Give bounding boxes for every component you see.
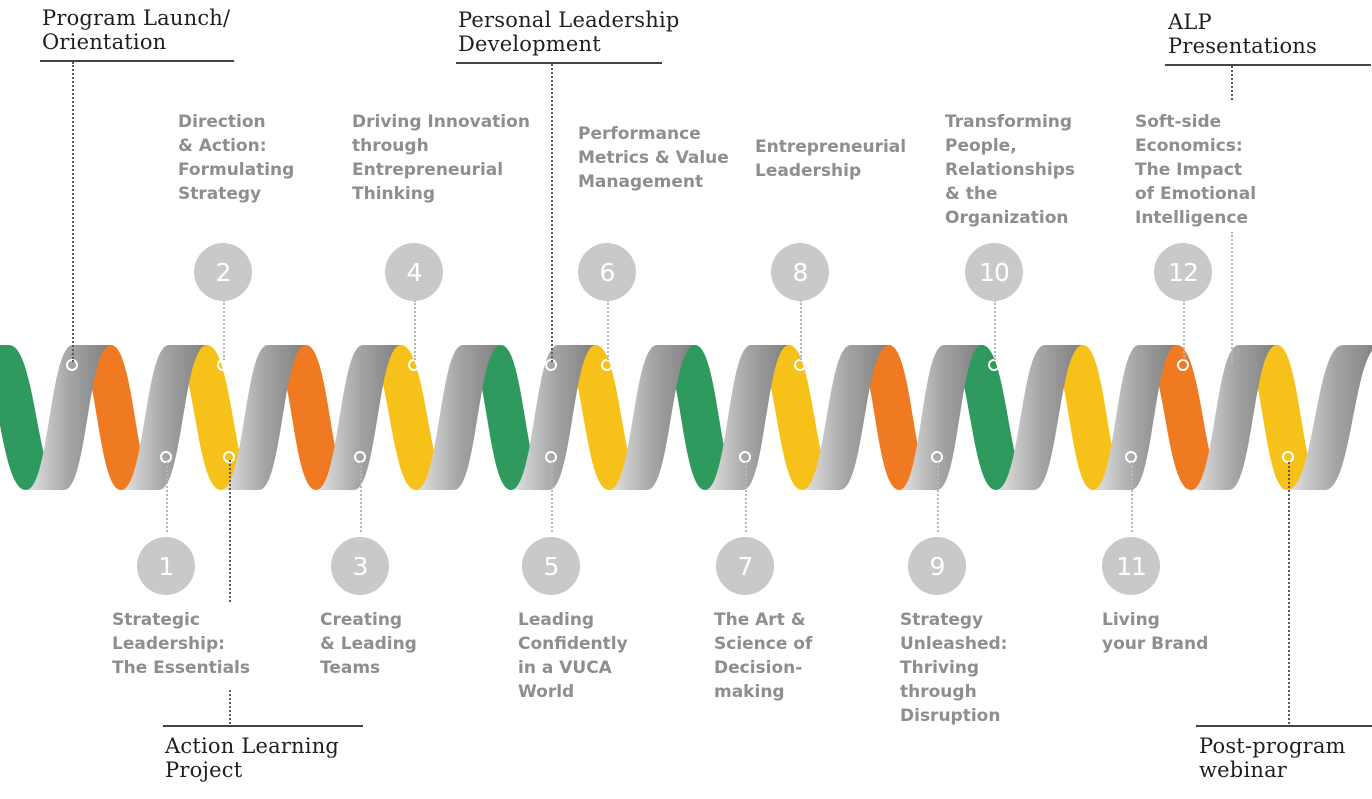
helix-strand-grey-3 bbox=[221, 345, 306, 490]
helix-strand-grey-13 bbox=[1191, 345, 1277, 490]
milestone-connector bbox=[72, 62, 74, 362]
module-title-1: Strategic Leadership: The Essentials bbox=[112, 610, 251, 678]
module-title-11: Living your Brand bbox=[1102, 610, 1209, 654]
module-title-2: Direction & Action: Formulating Strategy bbox=[178, 112, 295, 204]
module-number-8: 8 bbox=[771, 243, 829, 301]
helix-node-2 bbox=[217, 359, 229, 371]
helix-strand-grey-5 bbox=[416, 345, 501, 490]
module-connector bbox=[360, 462, 362, 532]
helix-node-3 bbox=[408, 359, 420, 371]
helix-strand-grey-1 bbox=[26, 345, 111, 490]
module-connector bbox=[800, 300, 802, 360]
module-connector bbox=[551, 462, 553, 532]
module-title-4: Driving Innovation through Entrepreneuri… bbox=[352, 112, 530, 204]
helix-strand-grey-2 bbox=[121, 345, 207, 490]
module-title-12: Soft-side Economics: The Impact of Emoti… bbox=[1135, 112, 1257, 228]
module-connector bbox=[745, 462, 747, 532]
helix-strand-colored-14 bbox=[1239, 345, 1325, 490]
module-number-6: 6 bbox=[578, 243, 636, 301]
helix-strand-colored-13 bbox=[1139, 345, 1229, 490]
module-number-1: 1 bbox=[137, 537, 195, 595]
helix-strand-colored-11 bbox=[944, 345, 1034, 490]
milestone-action-learning: Action Learning Project bbox=[165, 734, 340, 782]
milestone-connector bbox=[229, 690, 231, 724]
module-connector bbox=[1183, 300, 1185, 360]
module-number-2: 2 bbox=[194, 243, 252, 301]
helix-node-7 bbox=[988, 359, 1000, 371]
helix-strand-grey-7 bbox=[609, 345, 695, 490]
helix-strand-colored-8 bbox=[657, 345, 743, 490]
module-connector bbox=[607, 300, 609, 360]
helix-strand-grey-14 bbox=[1287, 345, 1372, 490]
module-connector bbox=[223, 300, 225, 360]
milestone-connector bbox=[229, 460, 231, 602]
module-title-3: Creating & Leading Teams bbox=[320, 610, 417, 678]
milestone-post-program: Post-program webinar bbox=[1199, 734, 1346, 782]
milestone-rule bbox=[40, 60, 234, 62]
module-number-9: 9 bbox=[908, 537, 966, 595]
helix-strand-colored-7 bbox=[558, 345, 647, 490]
module-number-4: 4 bbox=[385, 243, 443, 301]
helix-strand-grey-8 bbox=[705, 345, 789, 490]
helix-strand-grey-9 bbox=[802, 345, 889, 490]
module-connector bbox=[166, 462, 168, 532]
milestone-connector bbox=[551, 64, 553, 362]
helix-node-6 bbox=[794, 359, 806, 371]
helix-strand-colored-3 bbox=[169, 345, 259, 490]
module-title-7: The Art & Science of Decision- making bbox=[714, 610, 813, 702]
helix-node-8 bbox=[1177, 359, 1189, 371]
milestone-rule bbox=[1165, 64, 1371, 66]
module-title-6: Performance Metrics & Value Management bbox=[578, 124, 729, 192]
helix-strand-grey-12 bbox=[1093, 345, 1177, 490]
module-title-9: Strategy Unleashed: Thriving through Dis… bbox=[900, 610, 1008, 726]
helix-strand-grey-4 bbox=[316, 345, 401, 490]
helix-strand-colored-5 bbox=[363, 345, 454, 490]
module-connector bbox=[1131, 462, 1133, 532]
milestone-connector bbox=[1231, 232, 1233, 364]
helix-strand-grey-10 bbox=[899, 345, 982, 490]
milestone-rule bbox=[163, 725, 363, 727]
milestone-program-launch: Program Launch/ Orientation bbox=[42, 6, 231, 54]
helix-node-5 bbox=[601, 359, 613, 371]
milestone-connector bbox=[1288, 462, 1290, 724]
milestone-connector bbox=[1231, 66, 1233, 100]
module-number-11: 11 bbox=[1102, 537, 1160, 595]
helix-strand-grey-6 bbox=[511, 345, 596, 490]
helix-strand-colored-2 bbox=[73, 345, 159, 490]
module-title-8: Entrepreneurial Leadership bbox=[755, 137, 907, 181]
helix-strand-colored-1 bbox=[0, 345, 64, 490]
module-number-3: 3 bbox=[331, 537, 389, 595]
module-number-5: 5 bbox=[522, 537, 580, 595]
milestone-alp-presentations: ALP Presentations bbox=[1168, 10, 1317, 58]
module-connector bbox=[414, 300, 416, 360]
helix-strand-grey-11 bbox=[996, 345, 1083, 490]
module-connector bbox=[937, 462, 939, 532]
module-number-7: 7 bbox=[716, 537, 774, 595]
helix-strand-colored-12 bbox=[1045, 345, 1131, 490]
helix-strand-colored-9 bbox=[751, 345, 840, 490]
module-number-12: 12 bbox=[1154, 243, 1212, 301]
module-number-10: 10 bbox=[965, 243, 1023, 301]
module-connector bbox=[994, 300, 996, 360]
module-title-5: Leading Confidently in a VUCA World bbox=[518, 610, 628, 702]
helix-strand-colored-6 bbox=[463, 345, 549, 490]
helix-strand-colored-4 bbox=[268, 345, 354, 490]
milestone-rule bbox=[456, 62, 662, 64]
module-title-10: Transforming People, Relationships & the… bbox=[945, 112, 1075, 228]
milestone-personal-leadership: Personal Leadership Development bbox=[458, 8, 680, 56]
milestone-rule bbox=[1196, 725, 1372, 727]
